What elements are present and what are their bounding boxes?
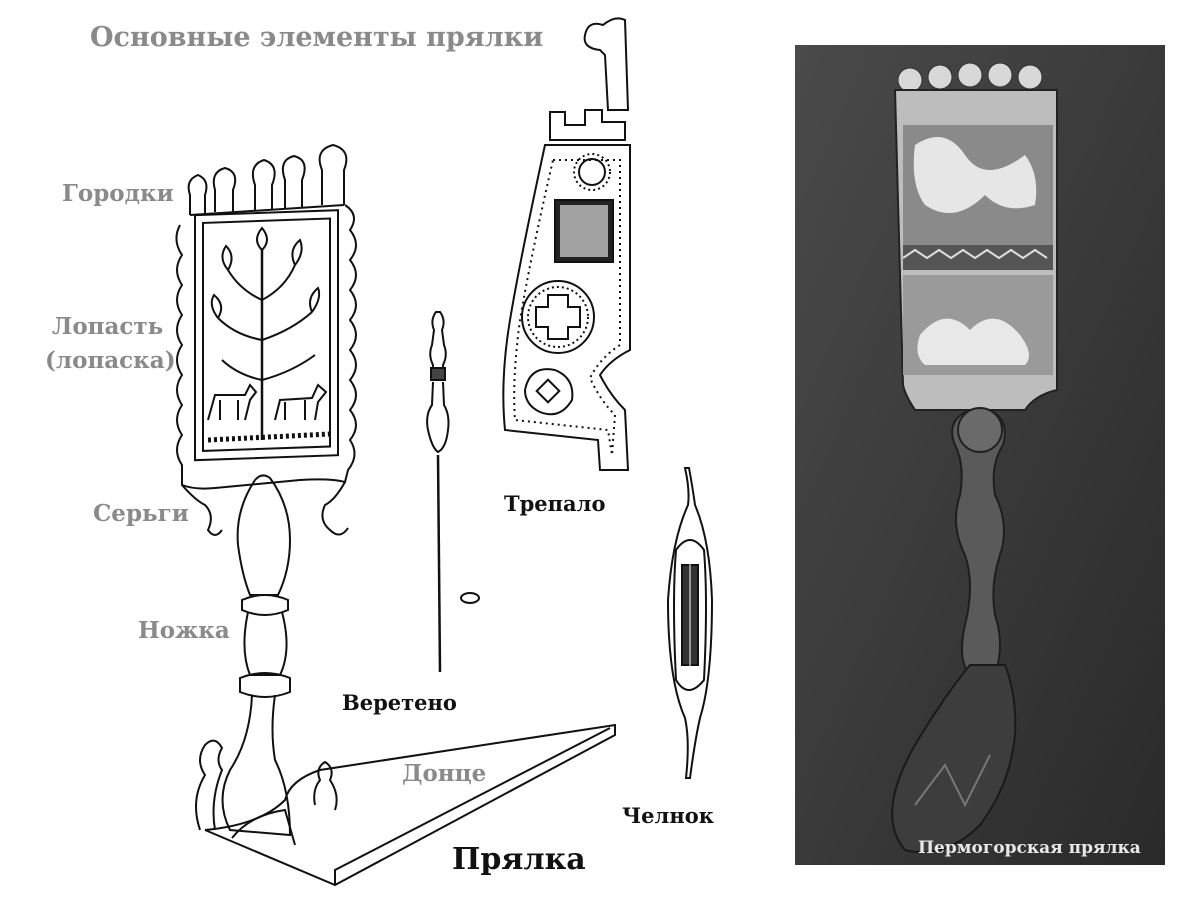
photo-pryalka: Пермогорская прялка <box>795 45 1165 865</box>
label-nozhka: Ножка <box>138 617 230 644</box>
label-donce: Донце <box>402 760 487 787</box>
label-vereteno: Веретено <box>342 690 457 715</box>
label-lopaska: (лопаска) <box>45 347 176 374</box>
label-chelnok: Челнок <box>622 803 714 828</box>
photo-image <box>795 45 1165 865</box>
trepalo-drawing <box>502 17 631 471</box>
distaff-towers <box>187 143 348 216</box>
chelnok-drawing <box>666 467 714 779</box>
label-trepalo: Трепало <box>504 491 606 516</box>
label-gorodki: Городки <box>62 180 174 207</box>
vereteno-drawing <box>426 311 480 673</box>
label-lopast: Лопасть <box>52 313 164 340</box>
label-sergi: Серьги <box>93 500 189 527</box>
label-pryalka: Прялка <box>452 842 586 877</box>
distaff-drawing <box>175 143 616 887</box>
photo-caption: Пермогорская прялка <box>918 838 1141 858</box>
page-title: Основные элементы прялки <box>90 22 544 53</box>
